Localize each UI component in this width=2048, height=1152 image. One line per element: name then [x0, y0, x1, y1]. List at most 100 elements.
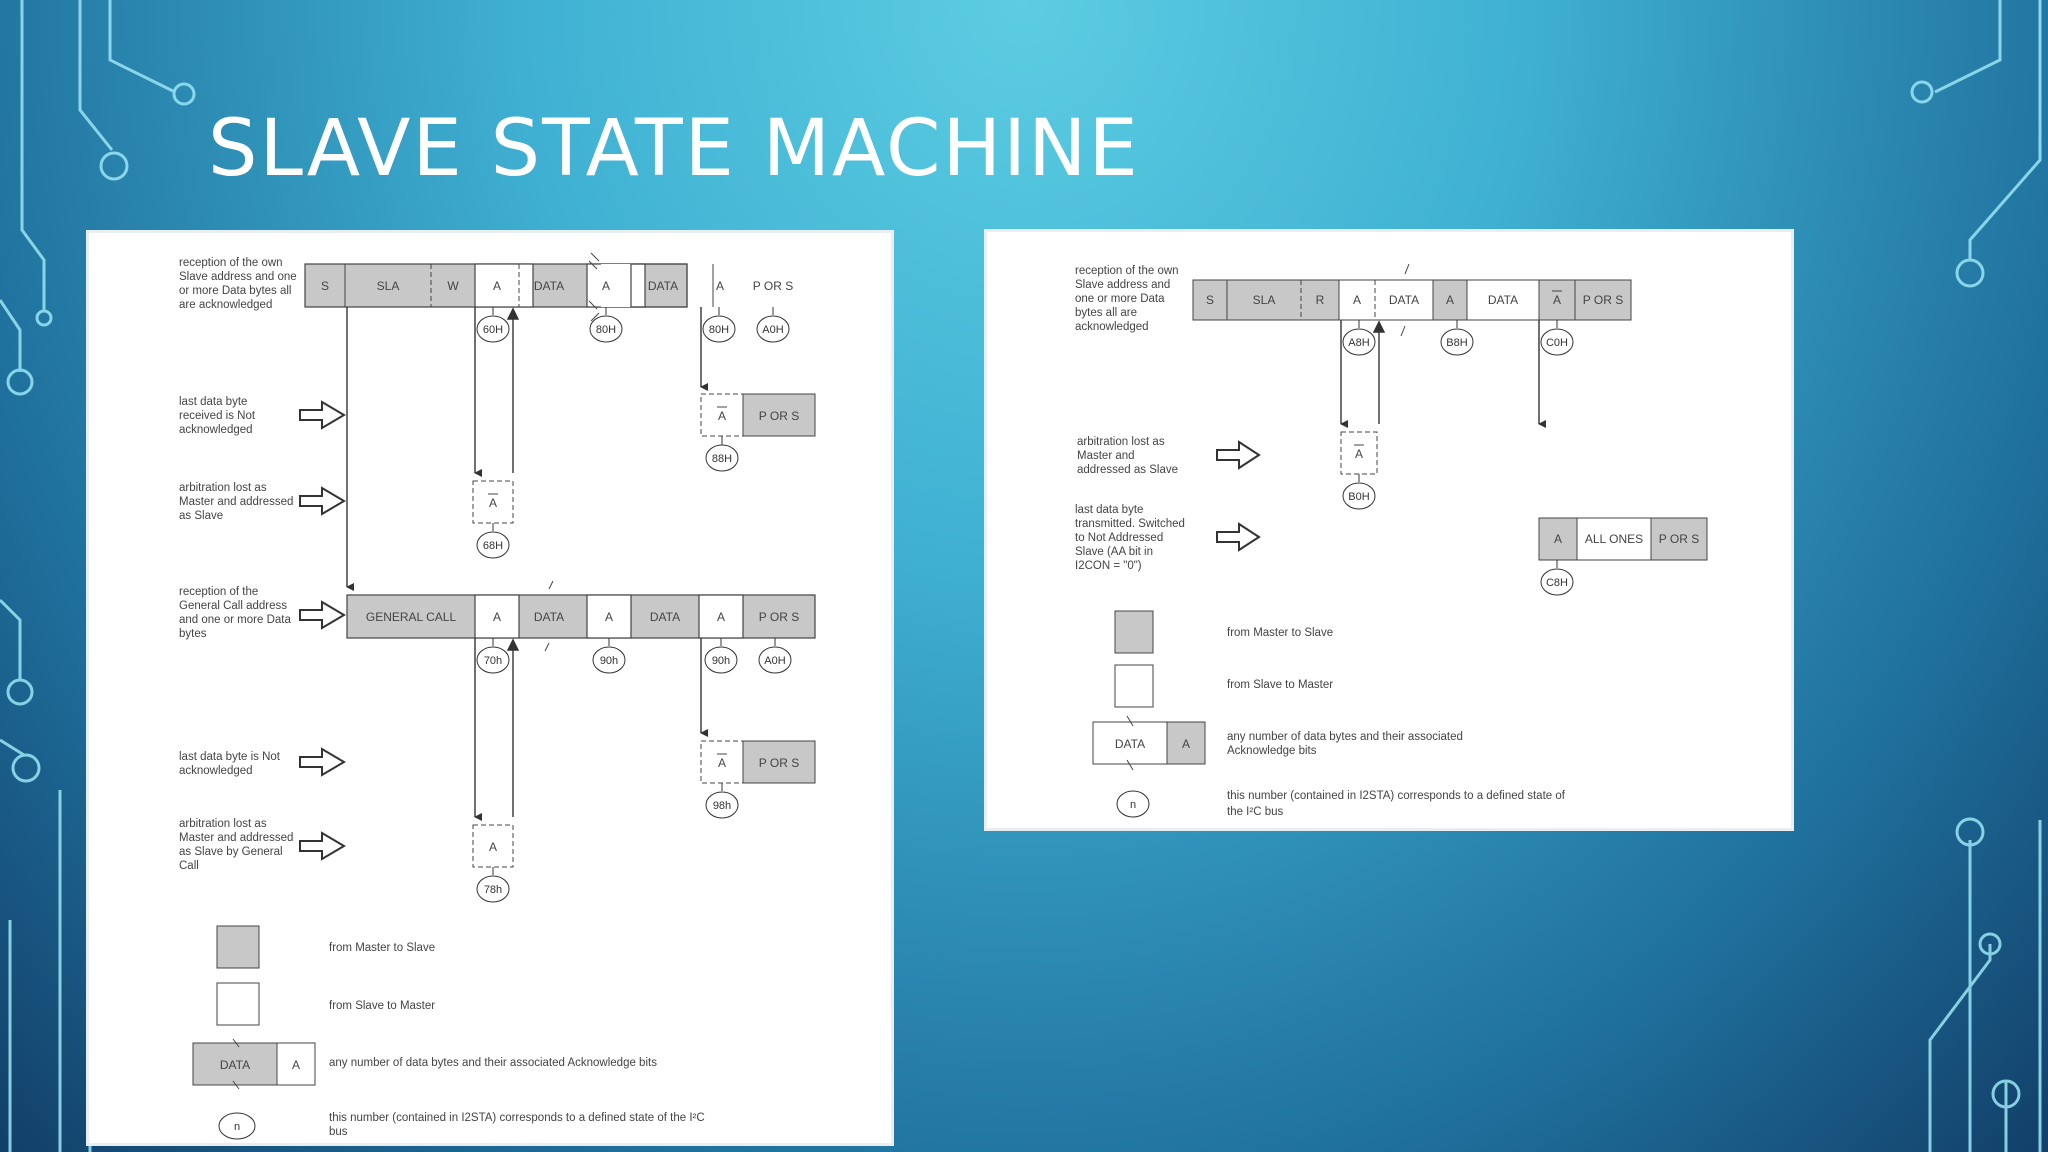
state-code: B0H [1342, 474, 1376, 510]
svg-text:A: A [718, 756, 726, 770]
svg-text:C0H: C0H [1546, 337, 1568, 349]
state-code: A0H [756, 307, 790, 343]
state-codes: A8H B8H C0H B0H C8H [1342, 320, 1574, 596]
desc-last-byte-not-ack-gc: last data byte is Not acknowledged [179, 751, 281, 777]
left-diagram-panel: reception of the own Slave address and o… [86, 230, 894, 1146]
state-code: 80H [589, 307, 623, 343]
svg-text:R: R [1316, 293, 1325, 307]
svg-text:acknowledged: acknowledged [179, 424, 253, 436]
page-title: SLAVE STATE MACHINE [208, 104, 1140, 194]
state-code: 90h [592, 638, 626, 674]
svg-text:70h: 70h [484, 655, 502, 667]
svg-text:DATA: DATA [220, 1058, 250, 1072]
svg-text:A: A [1446, 293, 1454, 307]
svg-text:80H: 80H [709, 324, 729, 336]
svg-text:S: S [321, 279, 329, 293]
svg-text:90h: 90h [712, 655, 730, 667]
svg-text:DATA: DATA [1389, 293, 1419, 307]
svg-text:Slave (AA bit in: Slave (AA bit in [1075, 546, 1153, 558]
svg-text:P OR S: P OR S [1583, 293, 1623, 307]
svg-text:I2CON = "0"): I2CON = "0") [1075, 560, 1142, 572]
svg-text:and one or more Data: and one or more Data [179, 614, 291, 626]
state-code: 70h [476, 638, 510, 674]
svg-text:reception of the: reception of the [179, 586, 258, 598]
svg-text:arbitration lost as: arbitration lost as [1077, 436, 1165, 448]
svg-text:A0H: A0H [764, 655, 785, 667]
svg-text:SLA: SLA [377, 279, 400, 293]
state-code: A0H [758, 638, 792, 674]
svg-text:80H: 80H [596, 324, 616, 336]
svg-text:A: A [1553, 293, 1561, 307]
svg-text:DATA: DATA [1488, 293, 1518, 307]
svg-text:A: A [1554, 532, 1562, 546]
ack-box-arbitration-gc: A [472, 824, 514, 868]
row-general-call: GENERAL CALL A DATA A DATA A P OR S [346, 580, 816, 652]
state-code: 78h [476, 867, 510, 903]
svg-text:or more Data bytes all: or more Data bytes all [179, 285, 292, 297]
svg-text:reception of the own: reception of the own [1075, 265, 1179, 277]
desc-arbitration-lost-slave: arbitration lost as Master and addressed… [1077, 436, 1178, 476]
svg-text:last data byte: last data byte [179, 396, 247, 408]
svg-text:Slave address and: Slave address and [1075, 279, 1170, 291]
svg-text:A: A [717, 610, 725, 624]
svg-text:to Not Addressed: to Not Addressed [1075, 532, 1163, 544]
row-not-ack-2: A P OR S [700, 740, 816, 784]
svg-text:A0H: A0H [762, 324, 783, 336]
svg-text:General Call address: General Call address [179, 600, 287, 612]
svg-text:Master and addressed: Master and addressed [179, 832, 293, 844]
svg-text:A: A [493, 610, 501, 624]
desc-general-call: reception of the General Call address an… [179, 586, 291, 640]
svg-text:DATA: DATA [1115, 737, 1145, 751]
svg-text:last data byte: last data byte [1075, 504, 1143, 516]
svg-text:arbitration lost as: arbitration lost as [179, 482, 267, 494]
svg-text:bus: bus [329, 1126, 348, 1138]
svg-text:transmitted. Switched: transmitted. Switched [1075, 518, 1185, 530]
svg-text:B0H: B0H [1348, 491, 1369, 503]
svg-text:acknowledged: acknowledged [1075, 321, 1149, 333]
svg-text:P OR S: P OR S [753, 279, 793, 293]
svg-text:Master and: Master and [1077, 450, 1135, 462]
legend: from Master to Slave from Slave to Maste… [192, 925, 705, 1140]
svg-text:this number (contained in I2ST: this number (contained in I2STA) corresp… [329, 1112, 705, 1124]
svg-text:W: W [447, 279, 459, 293]
svg-text:A: A [716, 279, 724, 293]
svg-text:arbitration lost as: arbitration lost as [179, 818, 267, 830]
svg-text:n: n [1130, 799, 1136, 811]
svg-text:DATA: DATA [534, 610, 564, 624]
svg-text:A: A [1353, 293, 1361, 307]
svg-text:78h: 78h [484, 884, 502, 896]
svg-text:Slave address and one: Slave address and one [179, 271, 297, 283]
svg-text:A: A [292, 1058, 300, 1072]
svg-text:SLA: SLA [1253, 293, 1276, 307]
svg-text:P OR S: P OR S [759, 409, 799, 423]
svg-text:received is Not: received is Not [179, 410, 256, 422]
state-code: B8H [1440, 320, 1474, 356]
svg-text:S: S [1206, 293, 1214, 307]
svg-text:A: A [1355, 447, 1363, 461]
svg-text:DATA: DATA [648, 279, 678, 293]
svg-text:addressed as Slave: addressed as Slave [1077, 464, 1178, 476]
svg-text:Call: Call [179, 860, 199, 872]
svg-text:A: A [718, 409, 726, 423]
svg-text:68H: 68H [483, 540, 503, 552]
state-code: 80H [702, 307, 736, 343]
svg-text:A: A [1182, 737, 1190, 751]
hollow-arrow-icons [299, 400, 346, 861]
desc-arbitration-lost-gc: arbitration lost as Master and addressed… [179, 818, 293, 872]
svg-text:DATA: DATA [534, 279, 564, 293]
svg-text:98h: 98h [713, 800, 731, 812]
desc-own-slave-write: reception of the own Slave address and o… [179, 257, 297, 311]
state-code: 88H [705, 436, 739, 472]
svg-text:this number (contained in I2ST: this number (contained in I2STA) corresp… [1227, 790, 1566, 802]
state-codes: 60H 80H 80H A0H 88H 68H [476, 307, 792, 903]
row-not-ack-1: A P OR S [700, 393, 816, 437]
svg-text:bytes: bytes [179, 628, 207, 640]
svg-text:bytes all are: bytes all are [1075, 307, 1137, 319]
svg-text:90h: 90h [600, 655, 618, 667]
legend: from Master to Slave from Slave to Maste… [1092, 610, 1566, 818]
nack-box-arbitration: A [472, 480, 514, 524]
svg-text:reception of the own: reception of the own [179, 257, 283, 269]
state-code: 90h [704, 638, 738, 674]
desc-last-byte-not-ack: last data byte received is Not acknowled… [179, 396, 256, 436]
desc-own-slave-read: reception of the own Slave address and o… [1075, 265, 1179, 333]
